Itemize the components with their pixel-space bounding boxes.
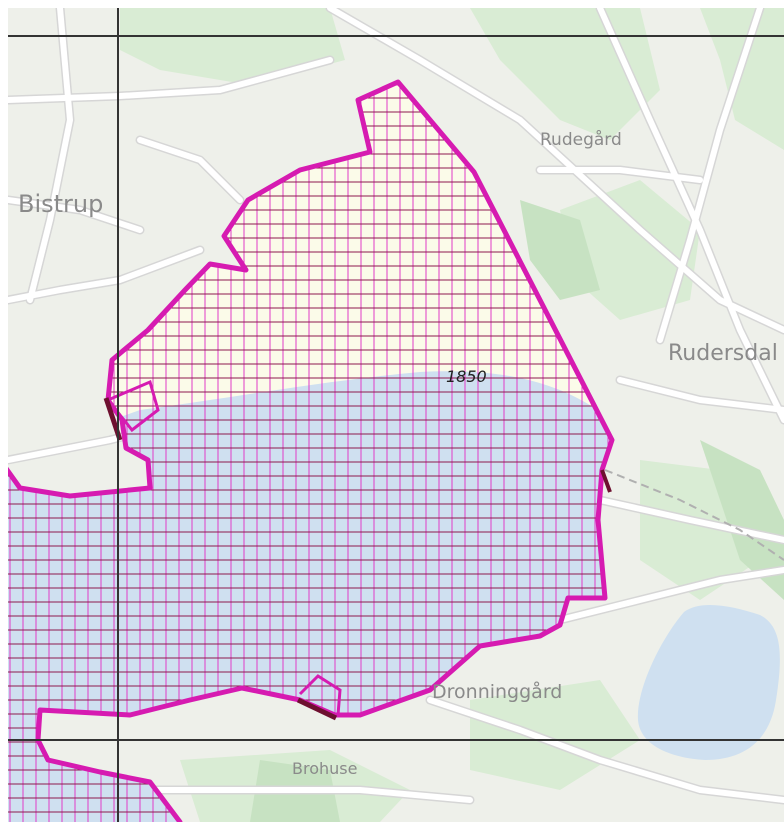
place-label-rudegard[interactable]: Rudegård [540, 129, 622, 150]
zone-notch [298, 674, 342, 716]
place-label-dronninggard[interactable]: Dronninggård [432, 680, 562, 703]
zone-dark-segment [600, 469, 612, 493]
place-label-brohuse[interactable]: Brohuse [292, 759, 357, 778]
zone-notch [105, 379, 160, 433]
zone-id-label[interactable]: 1850 [446, 367, 487, 386]
map-sheet-grid [8, 8, 784, 822]
railway-line [604, 469, 784, 561]
place-label-bistrup[interactable]: Bistrup [18, 190, 103, 218]
zone-dark-segment [296, 697, 338, 721]
place-label-rudersdal[interactable]: Rudersdal [668, 341, 778, 366]
